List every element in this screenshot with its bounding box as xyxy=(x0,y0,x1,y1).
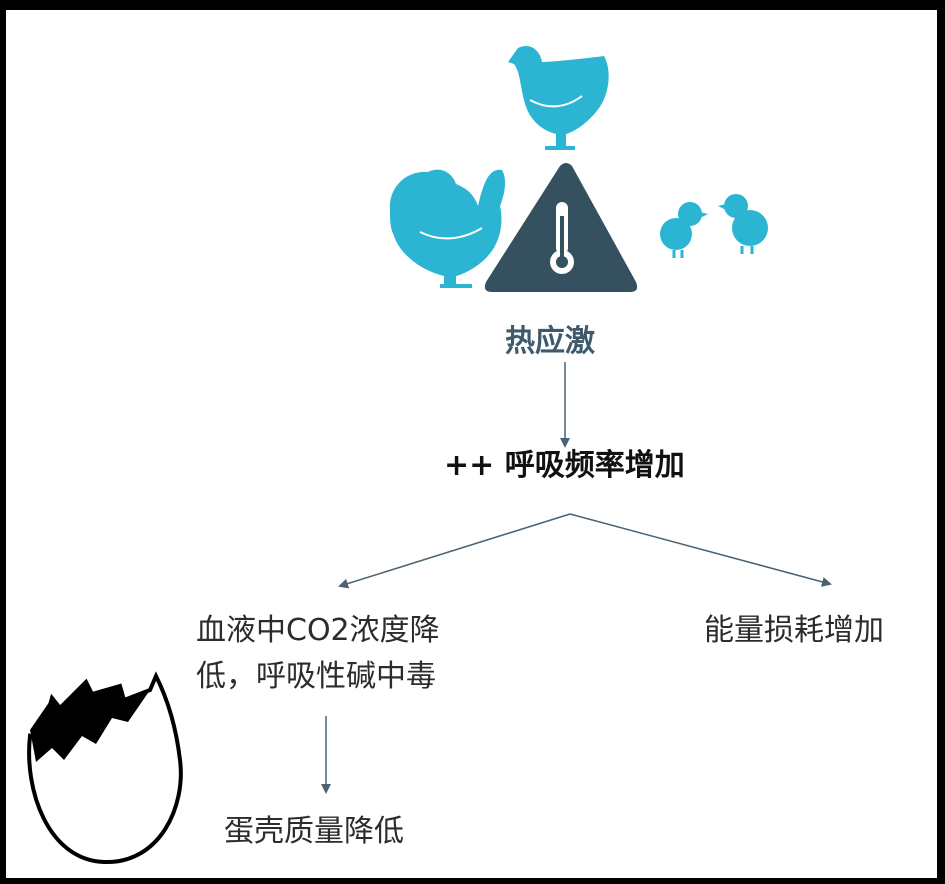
arrow-respiration-to-co2 xyxy=(338,513,571,589)
hen-icon xyxy=(508,45,609,150)
warning-thermometer-icon xyxy=(484,163,638,292)
energy-loss-label: 能量损耗增加 xyxy=(704,613,884,648)
arrow-respiration-to-energy xyxy=(569,513,832,587)
chick-icon xyxy=(660,202,708,258)
chick-icon xyxy=(718,194,768,254)
co2-decrease-label: 血液中CO2浓度降 低，呼吸性碱中毒 xyxy=(196,608,476,700)
heat-stress-label: 热应激 xyxy=(505,324,595,359)
co2-label-line2: 低，呼吸性碱中毒 xyxy=(196,659,436,694)
co2-label-line1: 血液中CO2浓度降 xyxy=(196,613,440,648)
broken-eggshell-icon xyxy=(27,671,183,865)
respiration-increase-label: ++ 呼吸频率增加 xyxy=(444,448,685,483)
eggshell-quality-label: 蛋壳质量降低 xyxy=(224,814,404,849)
hen-icon xyxy=(389,169,506,288)
